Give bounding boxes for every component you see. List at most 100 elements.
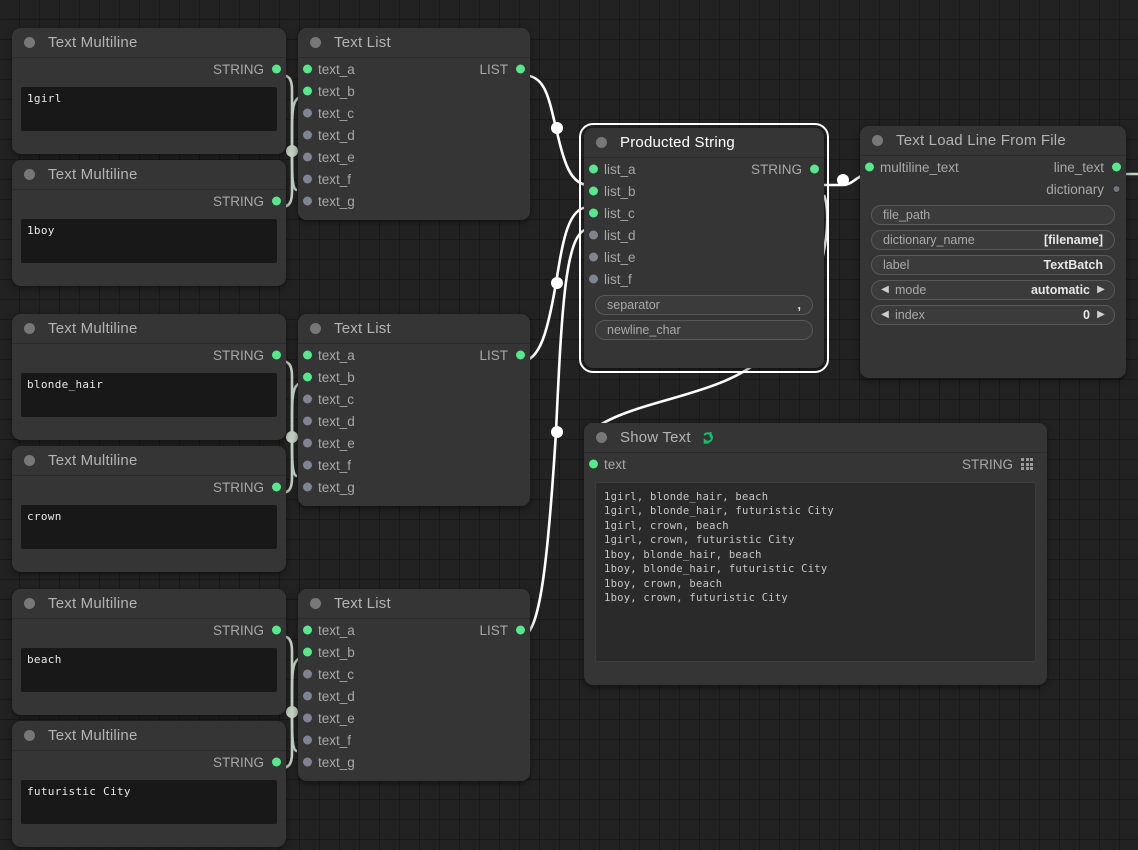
input-port-dot-icon[interactable] <box>303 735 312 745</box>
input-port-dot-icon[interactable] <box>303 713 312 723</box>
node-titlebar[interactable]: Text List <box>298 589 530 619</box>
input-port-dot-icon[interactable] <box>589 459 598 469</box>
slot-row-text-b[interactable]: text_b <box>298 80 530 102</box>
slot-row-text-d[interactable]: text_d <box>298 685 530 707</box>
slot-row-multiline-text[interactable]: multiline_text line_text <box>860 156 1126 178</box>
node-text-list-2[interactable]: Text List text_a LIST text_b text_c text… <box>298 314 530 506</box>
collapse-dot-icon[interactable] <box>310 323 321 334</box>
node-text-multiline-beach[interactable]: Text Multiline STRING <box>12 589 286 715</box>
slot-row-text-a[interactable]: text_a LIST <box>298 344 530 366</box>
node-titlebar[interactable]: Show Text <box>584 423 1047 453</box>
slot-row-text-b[interactable]: text_b <box>298 366 530 388</box>
slot-row-text-d[interactable]: text_d <box>298 124 530 146</box>
slot-row-text-a[interactable]: text_a LIST <box>298 619 530 641</box>
node-titlebar[interactable]: Text List <box>298 314 530 344</box>
grid-dots-icon[interactable] <box>1021 458 1033 470</box>
slot-row-text-c[interactable]: text_c <box>298 663 530 685</box>
input-port-dot-icon[interactable] <box>589 230 598 240</box>
collapse-dot-icon[interactable] <box>24 730 35 741</box>
output-port-dot-icon[interactable] <box>272 350 281 360</box>
input-port-dot-icon[interactable] <box>303 460 312 470</box>
output-port-dot-icon[interactable] <box>272 625 281 635</box>
slot-row-list-a[interactable]: list_a STRING <box>584 158 824 180</box>
slot-row-text-c[interactable]: text_c <box>298 388 530 410</box>
collapse-dot-icon[interactable] <box>596 137 607 148</box>
widget-value[interactable]: [filename] <box>1043 233 1103 247</box>
node-text-list-3[interactable]: Text List text_a LIST text_b text_c text… <box>298 589 530 781</box>
collapse-dot-icon[interactable] <box>24 323 35 334</box>
input-port-dot-icon[interactable] <box>589 186 598 196</box>
slot-row-text-f[interactable]: text_f <box>298 168 530 190</box>
output-port-dot-icon[interactable] <box>272 196 281 206</box>
slot-row-text-e[interactable]: text_e <box>298 146 530 168</box>
node-titlebar[interactable]: Text Multiline <box>12 589 286 619</box>
collapse-dot-icon[interactable] <box>310 37 321 48</box>
decrement-arrow-icon[interactable]: ◀ <box>881 309 889 320</box>
slot-row-text-e[interactable]: text_e <box>298 432 530 454</box>
increment-arrow-icon[interactable]: ▶ <box>1097 284 1105 295</box>
text-multiline-input[interactable] <box>21 219 277 263</box>
output-port-dot-icon[interactable] <box>272 64 281 74</box>
output-port-dot-icon[interactable] <box>1112 162 1121 172</box>
refresh-loop-icon[interactable] <box>700 429 717 446</box>
input-port-dot-icon[interactable] <box>303 647 312 657</box>
output-port-dot-icon[interactable] <box>272 757 281 767</box>
slot-row-list-b[interactable]: list_b <box>584 180 824 202</box>
collapse-dot-icon[interactable] <box>310 598 321 609</box>
node-titlebar[interactable]: Text Multiline <box>12 28 286 58</box>
input-port-dot-icon[interactable] <box>303 691 312 701</box>
slot-row-text-g[interactable]: text_g <box>298 190 530 212</box>
input-port-dot-icon[interactable] <box>589 274 598 284</box>
output-slot-string[interactable]: STRING <box>12 619 286 641</box>
node-titlebar[interactable]: Text Load Line From File <box>860 126 1126 156</box>
slot-row-text-f[interactable]: text_f <box>298 454 530 476</box>
output-slot-string[interactable]: STRING <box>12 751 286 773</box>
output-port-dot-icon[interactable] <box>810 164 819 174</box>
node-text-load-line-from-file[interactable]: Text Load Line From File multiline_text … <box>860 126 1126 378</box>
slot-row-text-a[interactable]: text_a LIST <box>298 58 530 80</box>
slot-row-list-c[interactable]: list_c <box>584 202 824 224</box>
input-port-dot-icon[interactable] <box>303 625 312 635</box>
node-producted-string[interactable]: Producted String list_a STRING list_b li… <box>579 123 829 373</box>
output-slot-string[interactable]: STRING <box>12 58 286 80</box>
input-port-dot-icon[interactable] <box>303 152 312 162</box>
node-titlebar[interactable]: Text Multiline <box>12 160 286 190</box>
widget-value[interactable]: TextBatch <box>1043 258 1103 272</box>
widget-value[interactable]: , <box>797 298 801 312</box>
slot-row-text-b[interactable]: text_b <box>298 641 530 663</box>
widget-value[interactable]: automatic <box>1030 283 1090 297</box>
collapse-dot-icon[interactable] <box>872 135 883 146</box>
output-port-dot-icon[interactable] <box>516 625 525 635</box>
input-port-dot-icon[interactable] <box>303 757 312 767</box>
node-text-multiline-1boy[interactable]: Text Multiline STRING <box>12 160 286 286</box>
text-multiline-input[interactable] <box>21 648 277 692</box>
slot-row-text-d[interactable]: text_d <box>298 410 530 432</box>
node-show-text[interactable]: Show Text text STRING 1girl, blonde_hair… <box>584 423 1047 685</box>
text-multiline-input[interactable] <box>21 373 277 417</box>
widget-label-field[interactable]: label TextBatch <box>871 255 1115 275</box>
output-slot-string[interactable]: STRING <box>12 476 286 498</box>
input-port-dot-icon[interactable] <box>865 162 874 172</box>
node-text-multiline-blonde-hair[interactable]: Text Multiline STRING <box>12 314 286 440</box>
slot-row-text-g[interactable]: text_g <box>298 751 530 773</box>
node-titlebar[interactable]: Text Multiline <box>12 721 286 751</box>
widget-newline-char[interactable]: newline_char <box>595 320 813 340</box>
output-port-dot-icon[interactable] <box>516 64 525 74</box>
input-port-dot-icon[interactable] <box>303 438 312 448</box>
increment-arrow-icon[interactable]: ▶ <box>1097 309 1105 320</box>
output-slot-string[interactable]: STRING <box>12 190 286 212</box>
decrement-arrow-icon[interactable]: ◀ <box>881 284 889 295</box>
input-port-dot-icon[interactable] <box>303 482 312 492</box>
node-text-multiline-crown[interactable]: Text Multiline STRING <box>12 446 286 572</box>
node-text-list-1[interactable]: Text List text_a LIST text_b text_c text… <box>298 28 530 220</box>
node-titlebar[interactable]: Text List <box>298 28 530 58</box>
input-port-dot-icon[interactable] <box>303 130 312 140</box>
input-port-dot-icon[interactable] <box>303 196 312 206</box>
slot-row-text-c[interactable]: text_c <box>298 102 530 124</box>
collapse-dot-icon[interactable] <box>24 169 35 180</box>
input-port-dot-icon[interactable] <box>303 394 312 404</box>
slot-row-text[interactable]: text STRING <box>584 453 1047 475</box>
widget-mode[interactable]: ◀ mode automatic ▶ <box>871 280 1115 300</box>
input-port-dot-icon[interactable] <box>589 208 598 218</box>
